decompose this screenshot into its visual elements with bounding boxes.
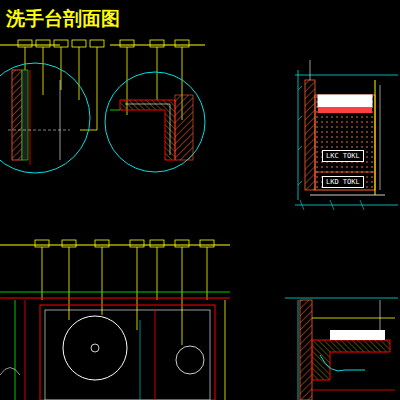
plan-view: [0, 240, 230, 400]
section-view-top: [295, 60, 398, 210]
part-label: LKC TOKL: [322, 150, 364, 162]
detail-callout-right: [105, 40, 205, 172]
part-label: LKD TOKL: [322, 176, 364, 188]
detail-callout-left: [0, 40, 104, 173]
section-view-bottom: [285, 298, 398, 400]
drawing-title: 洗手台剖面图: [6, 6, 120, 32]
